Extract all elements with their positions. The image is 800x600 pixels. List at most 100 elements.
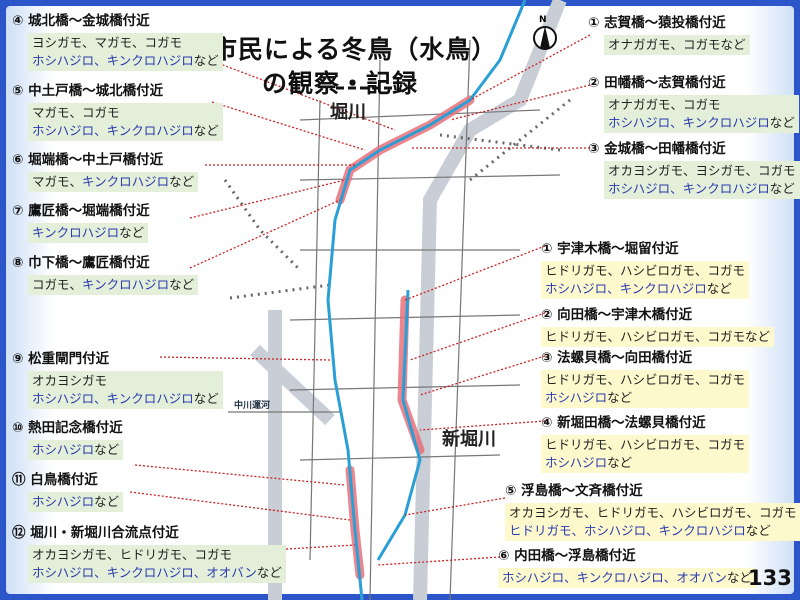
- species-line: ホシハジロ、キンクロハジロ、オオバンなど: [502, 569, 752, 587]
- species-text: など: [119, 225, 145, 240]
- species-line: オカヨシガモ、ヒドリガモ、コガモ: [32, 546, 282, 564]
- species-box: オナガガモ、コガモホシハジロ、キンクロハジロなど: [604, 95, 799, 133]
- page-title-line1: 市民による冬鳥（水鳥）: [212, 35, 498, 64]
- species-line: ヒドリガモ、ハシビロガモ、コガモ: [545, 436, 745, 454]
- species-line: ヒドリガモ、ホシハジロ、キンクロハジロなど: [509, 522, 797, 540]
- species-box: ヒドリガモ、ハシビロガモ、コガモホシハジロなど: [541, 435, 750, 473]
- species-text: マガモ、: [32, 174, 83, 189]
- observation-entry: ⑫ 堀川・新堀川合流点付近オカヨシガモ、ヒドリガモ、コガモホシハジロ、キンクロハ…: [12, 524, 286, 583]
- observation-entry: ② 田幡橋～志賀橋付近オナガガモ、コガモホシハジロ、キンクロハジロなど: [588, 74, 799, 133]
- species-text: ホシハジロ、キンクロハジロ: [32, 53, 194, 68]
- species-line: ヒドリガモ、ハシビロガモ、コガモなど: [545, 328, 770, 346]
- species-box: ヒドリガモ、ハシビロガモ、コガモホシハジロなど: [541, 370, 750, 408]
- entry-title: ⑨ 松重閘門付近: [12, 351, 110, 367]
- species-line: ホシハジロ、キンクロハジロなど: [608, 114, 795, 132]
- entry-title: ⑪ 白鳥橋付近: [12, 472, 98, 488]
- species-box: ヒドリガモ、ハシビロガモ、コガモホシハジロ、キンクロハジロなど: [541, 261, 750, 299]
- species-text: など: [706, 281, 732, 296]
- observation-entry: ⑤ 中土戸橋～城北橋付近マガモ、コガモホシハジロ、キンクロハジロなど: [12, 82, 223, 141]
- species-text: など: [169, 174, 195, 189]
- page-title-line2: の観察・記録: [262, 69, 419, 98]
- species-box: オナガガモ、コガモなど: [604, 35, 750, 55]
- entry-title: ⑦ 鷹匠橋～堀端橋付近: [12, 203, 150, 219]
- species-text: マガモ、コガモ: [32, 105, 120, 120]
- north-arrow-icon: [533, 26, 557, 50]
- species-text: など: [745, 523, 771, 538]
- species-line: ホシハジロなど: [32, 493, 119, 511]
- species-text: オカヨシガモ、ヒドリガモ、ハシビロガモ、コガモ: [509, 505, 797, 520]
- species-box: オカヨシガモ、ヒドリガモ、ハシビロガモ、コガモヒドリガモ、ホシハジロ、キンクロハ…: [505, 503, 800, 541]
- observation-entry: ⑧ 巾下橋～鷹匠橋付近コガモ、キンクロハジロなど: [12, 254, 199, 295]
- species-text: ヒドリガモ、ハシビロガモ、コガモ: [545, 372, 746, 387]
- species-text: ヒドリガモ、ハシビロガモ、コガモ: [545, 437, 746, 452]
- entry-title: ⑤ 中土戸橋～城北橋付近: [12, 83, 164, 99]
- species-line: ホシハジロ、キンクロハジロなど: [32, 390, 219, 408]
- observation-entry: ⑦ 鷹匠橋～堀端橋付近キンクロハジロなど: [12, 202, 150, 243]
- species-text: など: [256, 565, 282, 580]
- species-text: ホシハジロ、キンクロハジロ: [32, 391, 194, 406]
- rail-lines: [223, 98, 571, 300]
- species-box: ヨシガモ、マガモ、コガモホシハジロ、キンクロハジロなど: [28, 33, 223, 71]
- species-box: マガモ、コガモホシハジロ、キンクロハジロなど: [28, 103, 223, 141]
- species-line: コガモ、キンクロハジロなど: [32, 276, 194, 294]
- entry-title: ⑩ 熱田記念橋付近: [12, 420, 123, 436]
- shinhorikawa-river: [376, 289, 422, 561]
- species-line: ヒドリガモ、ハシビロガモ、コガモ: [545, 262, 745, 280]
- species-text: ヒドリガモ、ハシビロガモ、コガモなど: [545, 329, 771, 344]
- species-text: など: [607, 390, 633, 405]
- rivers: [326, 0, 527, 600]
- species-box: ホシハジロなど: [28, 492, 124, 512]
- observation-entry: ④ 新堀田橋～法螺貝橋付近ヒドリガモ、ハシビロガモ、コガモホシハジロなど: [541, 414, 750, 473]
- entry-title: ④ 城北橋～金城橋付近: [12, 13, 150, 29]
- species-text: ホシハジロ、キンクロハジロ: [32, 123, 194, 138]
- species-text: ヒドリガモ、ハシビロガモ、コガモ: [545, 263, 746, 278]
- entry-title: ③ 法螺貝橋～向田橋付近: [541, 350, 693, 366]
- observation-entry: ⑪ 白鳥橋付近ホシハジロなど: [12, 471, 124, 512]
- species-line: ホシハジロ、キンクロハジロなど: [32, 122, 219, 140]
- species-box: オカヨシガモホシハジロ、キンクロハジロなど: [28, 371, 223, 409]
- species-line: オナガガモ、コガモ: [608, 96, 795, 114]
- species-text: など: [726, 570, 752, 585]
- species-box: ヒドリガモ、ハシビロガモ、コガモなど: [541, 327, 775, 347]
- species-line: ホシハジロ、キンクロハジロなど: [608, 180, 796, 198]
- observation-entry: ③ 金城橋～田幡橋付近オカヨシガモ、ヨシガモ、コガモホシハジロ、キンクロハジロな…: [588, 140, 800, 199]
- species-box: キンクロハジロなど: [28, 223, 149, 243]
- entry-title: ③ 金城橋～田幡橋付近: [588, 141, 726, 157]
- entry-title: ⑧ 巾下橋～鷹匠橋付近: [12, 255, 150, 271]
- species-text: など: [769, 181, 795, 196]
- species-text: オカヨシガモ: [32, 373, 108, 388]
- species-box: コガモ、キンクロハジロなど: [28, 275, 199, 295]
- species-text: オナガガモ、コガモなど: [608, 37, 746, 52]
- entry-title: ⑫ 堀川・新堀川合流点付近: [12, 525, 179, 541]
- shinhorikawa-label: 新堀川: [442, 429, 496, 450]
- observation-entry: ⑨ 松重閘門付近オカヨシガモホシハジロ、キンクロハジロなど: [12, 350, 223, 409]
- species-text: など: [94, 494, 120, 509]
- horikawa-river: [326, 0, 527, 600]
- species-text: コガモ、: [32, 277, 83, 292]
- entry-title: ⑤ 浮島橋～文斉橋付近: [505, 483, 643, 499]
- species-text: ホシハジロ、キンクロハジロ: [545, 281, 707, 296]
- species-line: ホシハジロ、キンクロハジロ、オオバンなど: [32, 564, 282, 582]
- species-text: ホシハジロ: [545, 390, 608, 405]
- species-line: マガモ、キンクロハジロなど: [32, 173, 194, 191]
- observation-entry: ① 志賀橋～猿投橋付近オナガガモ、コガモなど: [588, 14, 750, 55]
- species-text: ホシハジロ: [32, 494, 95, 509]
- entry-title: ② 向田橋～宇津木橋付近: [541, 307, 693, 323]
- nakagawa-canal-label: 中川運河: [234, 401, 271, 411]
- entry-title: ⑥ 堀端橋～中土戸橋付近: [12, 152, 164, 168]
- observation-entry: ③ 法螺貝橋～向田橋付近ヒドリガモ、ハシビロガモ、コガモホシハジロなど: [541, 349, 750, 408]
- species-box: オカヨシガモ、ヒドリガモ、コガモホシハジロ、キンクロハジロ、オオバンなど: [28, 545, 286, 583]
- species-text: など: [193, 53, 219, 68]
- species-text: ヨシガモ、マガモ、コガモ: [32, 35, 183, 50]
- observation-entry: ⑥ 堀端橋～中土戸橋付近マガモ、キンクロハジロなど: [12, 151, 199, 192]
- species-text: キンクロハジロ: [32, 225, 120, 240]
- observation-entry: ⑩ 熱田記念橋付近ホシハジロなど: [12, 419, 124, 460]
- species-text: など: [607, 455, 633, 470]
- species-text: ホシハジロ、キンクロハジロ: [608, 181, 770, 196]
- species-text: オカヨシガモ、ヒドリガモ、コガモ: [32, 547, 233, 562]
- species-text: など: [94, 442, 120, 457]
- species-text: キンクロハジロ: [82, 174, 170, 189]
- species-text: など: [193, 123, 219, 138]
- species-box: ホシハジロなど: [28, 440, 124, 460]
